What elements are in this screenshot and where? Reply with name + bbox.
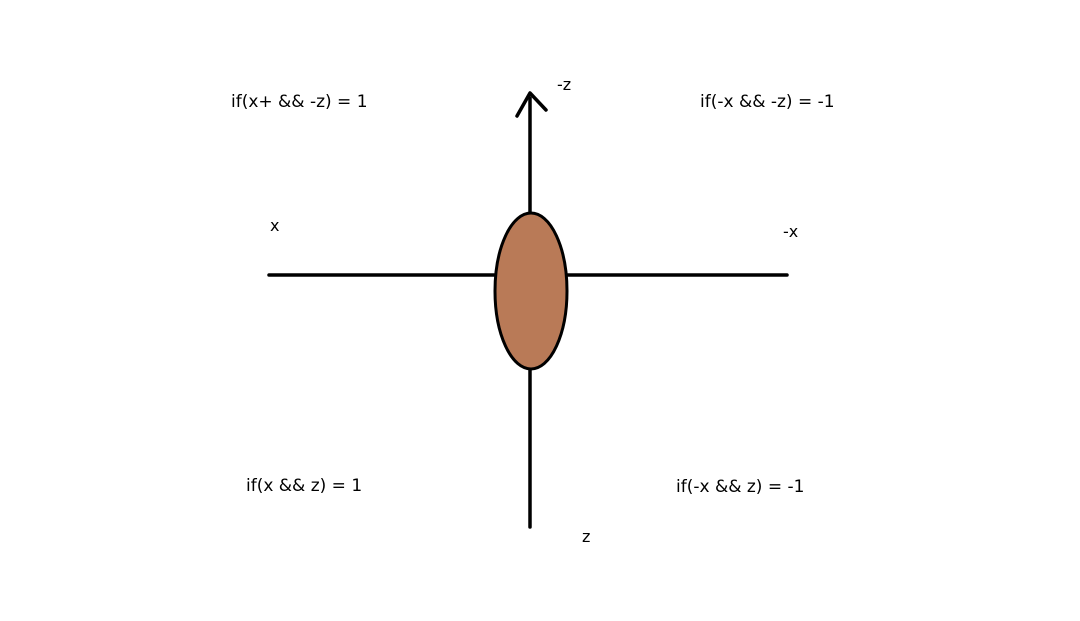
quadrant-label-top-right: if(-x && -z) = -1 [700, 92, 835, 112]
axis-label-x: x [270, 216, 280, 235]
axis-label-neg-z: -z [557, 75, 572, 94]
axis-label-neg-x: -x [783, 222, 799, 241]
z-axis-arrowhead [515, 91, 548, 118]
quadrant-label-bottom-right: if(-x && z) = -1 [676, 477, 805, 497]
center-object-ellipse [493, 211, 569, 371]
quadrant-label-top-left: if(x+ && -z) = 1 [231, 92, 368, 112]
quadrant-label-bottom-left: if(x && z) = 1 [246, 476, 363, 496]
axis-label-z: z [582, 527, 591, 546]
